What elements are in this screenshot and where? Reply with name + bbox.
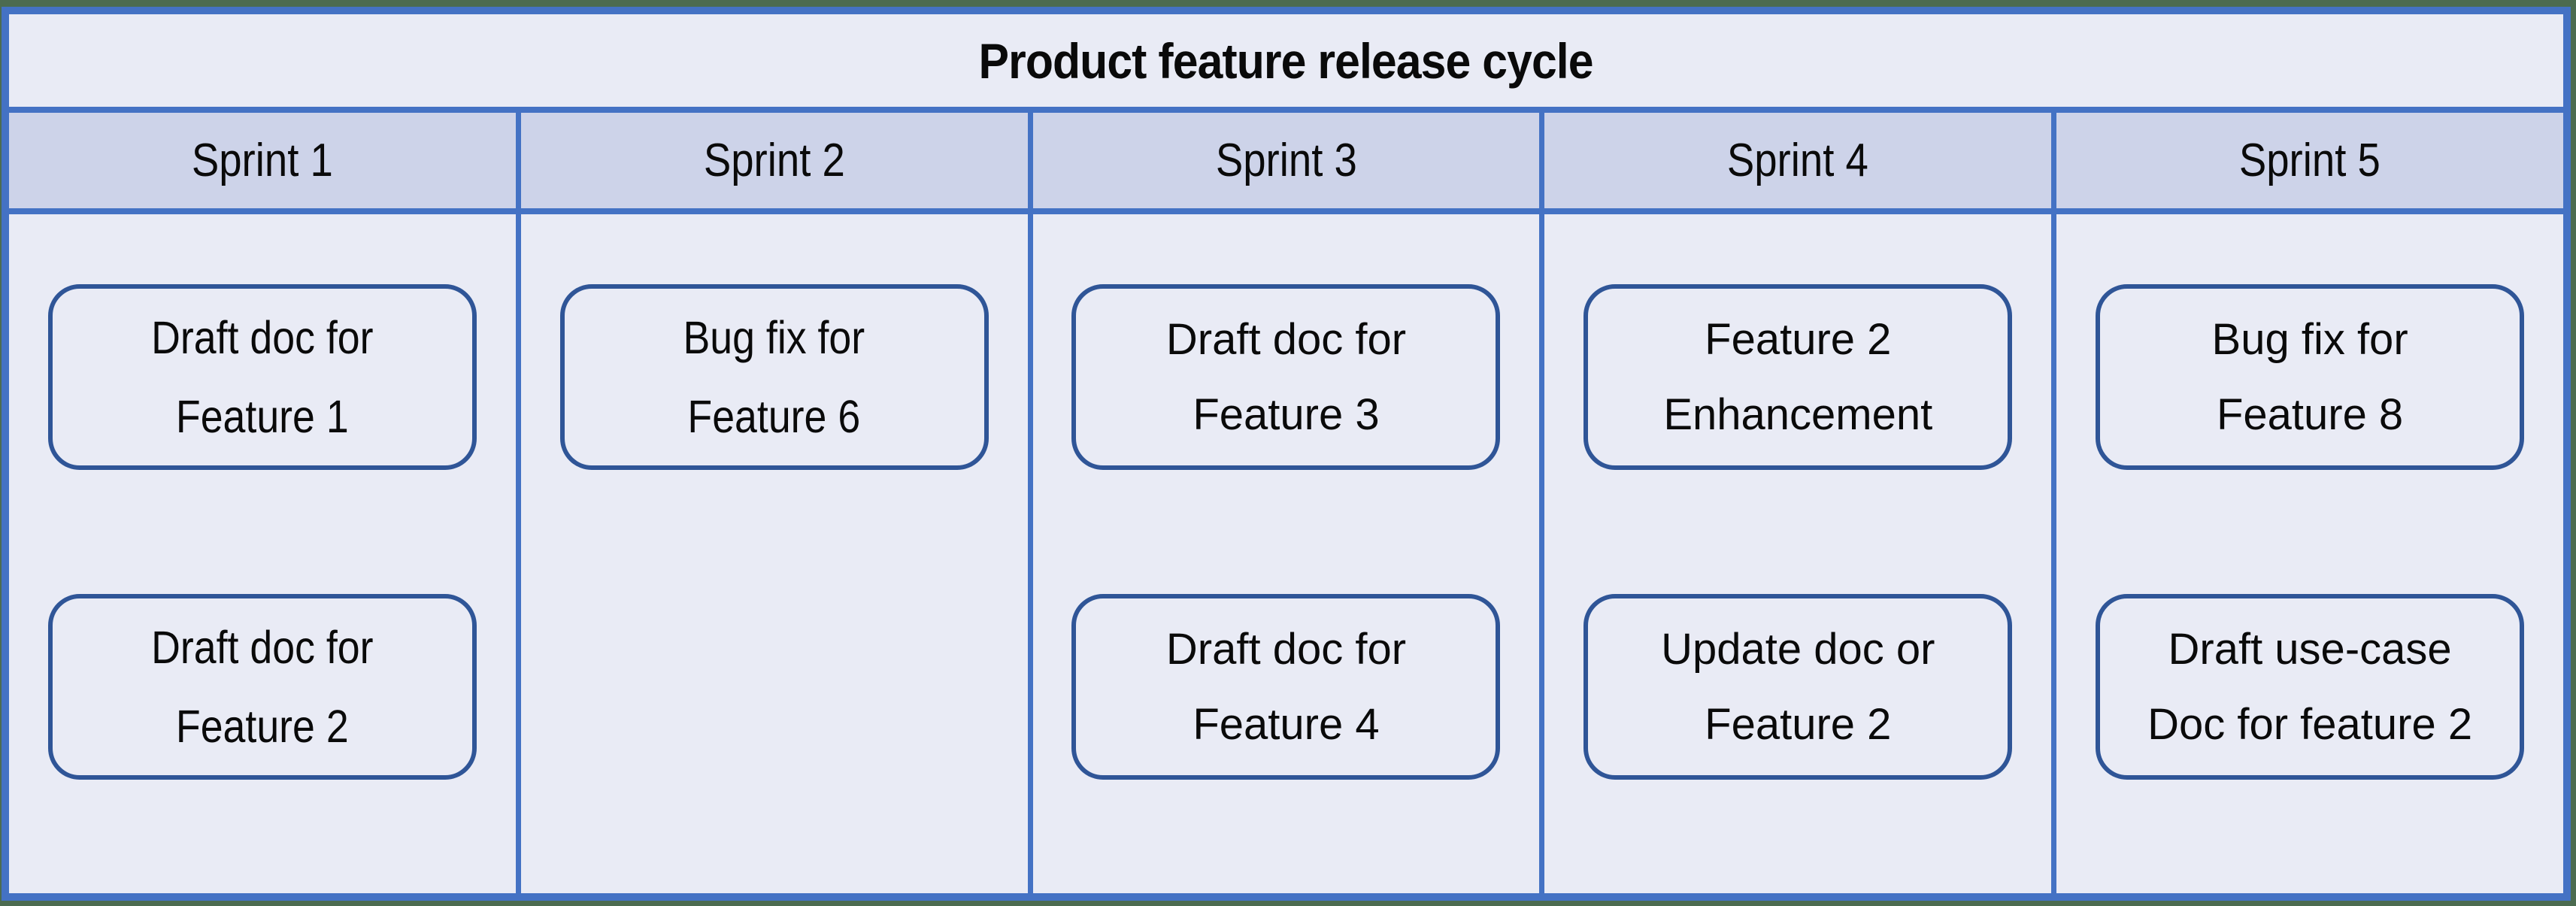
task-card-label: Draft doc for Feature 1 [151, 311, 374, 442]
release-cycle-table: Product feature release cycle Sprint 1 S… [2, 7, 2571, 901]
task-card-label: Draft doc for Feature 3 [1165, 314, 1407, 439]
task-card: Bug fix for Feature 6 [559, 284, 989, 470]
task-card-label: Draft doc for Feature 2 [151, 621, 374, 752]
task-card: Bug fix for Feature 8 [2096, 284, 2525, 470]
task-card: Draft doc for Feature 2 [47, 594, 477, 780]
table-title-row: Product feature release cycle [9, 14, 2563, 113]
task-card-label: Bug fix for Feature 6 [683, 311, 865, 442]
task-card-label: Draft use-case Doc for feature 2 [2147, 624, 2473, 749]
table-title: Product feature release cycle [978, 32, 1594, 89]
task-card-label: Draft doc for Feature 4 [1165, 624, 1407, 749]
sprint-header-label: Sprint 1 [191, 135, 333, 186]
sprint-column-4: Feature 2 Enhancement Update doc or Feat… [1544, 214, 2057, 893]
sprint-column-5: Bug fix for Feature 8 Draft use-case Doc… [2056, 214, 2563, 893]
sprint-header-2: Sprint 2 [520, 113, 1033, 208]
task-card-label: Update doc or Feature 2 [1661, 624, 1935, 749]
sprint-column-1: Draft doc for Feature 1 Draft doc for Fe… [9, 214, 521, 893]
sprint-header-4: Sprint 4 [1544, 113, 2057, 208]
task-card-label: Feature 2 Enhancement [1663, 314, 1933, 439]
sprint-header-label: Sprint 5 [2239, 135, 2381, 186]
sprint-column-2: Bug fix for Feature 6 [521, 214, 1033, 893]
sprint-header-label: Sprint 3 [1215, 135, 1357, 186]
task-card: Update doc or Feature 2 [1583, 594, 2013, 780]
task-card: Draft doc for Feature 3 [1071, 284, 1501, 470]
sprint-column-3: Draft doc for Feature 3 Draft doc for Fe… [1033, 214, 1545, 893]
sprint-header-label: Sprint 4 [1727, 135, 1869, 186]
task-card-label: Bug fix for Feature 8 [2211, 314, 2408, 439]
sprint-header-row: Sprint 1 Sprint 2 Sprint 3 Sprint 4 Spri… [9, 113, 2563, 214]
task-card: Draft doc for Feature 1 [47, 284, 477, 470]
sprint-body-row: Draft doc for Feature 1 Draft doc for Fe… [9, 214, 2563, 893]
task-card: Draft doc for Feature 4 [1071, 594, 1501, 780]
sprint-header-3: Sprint 3 [1032, 113, 1545, 208]
sprint-header-5: Sprint 5 [2056, 113, 2563, 208]
task-card: Draft use-case Doc for feature 2 [2096, 594, 2525, 780]
task-card: Feature 2 Enhancement [1583, 284, 2013, 470]
sprint-header-label: Sprint 2 [703, 135, 845, 186]
sprint-header-1: Sprint 1 [9, 113, 521, 208]
